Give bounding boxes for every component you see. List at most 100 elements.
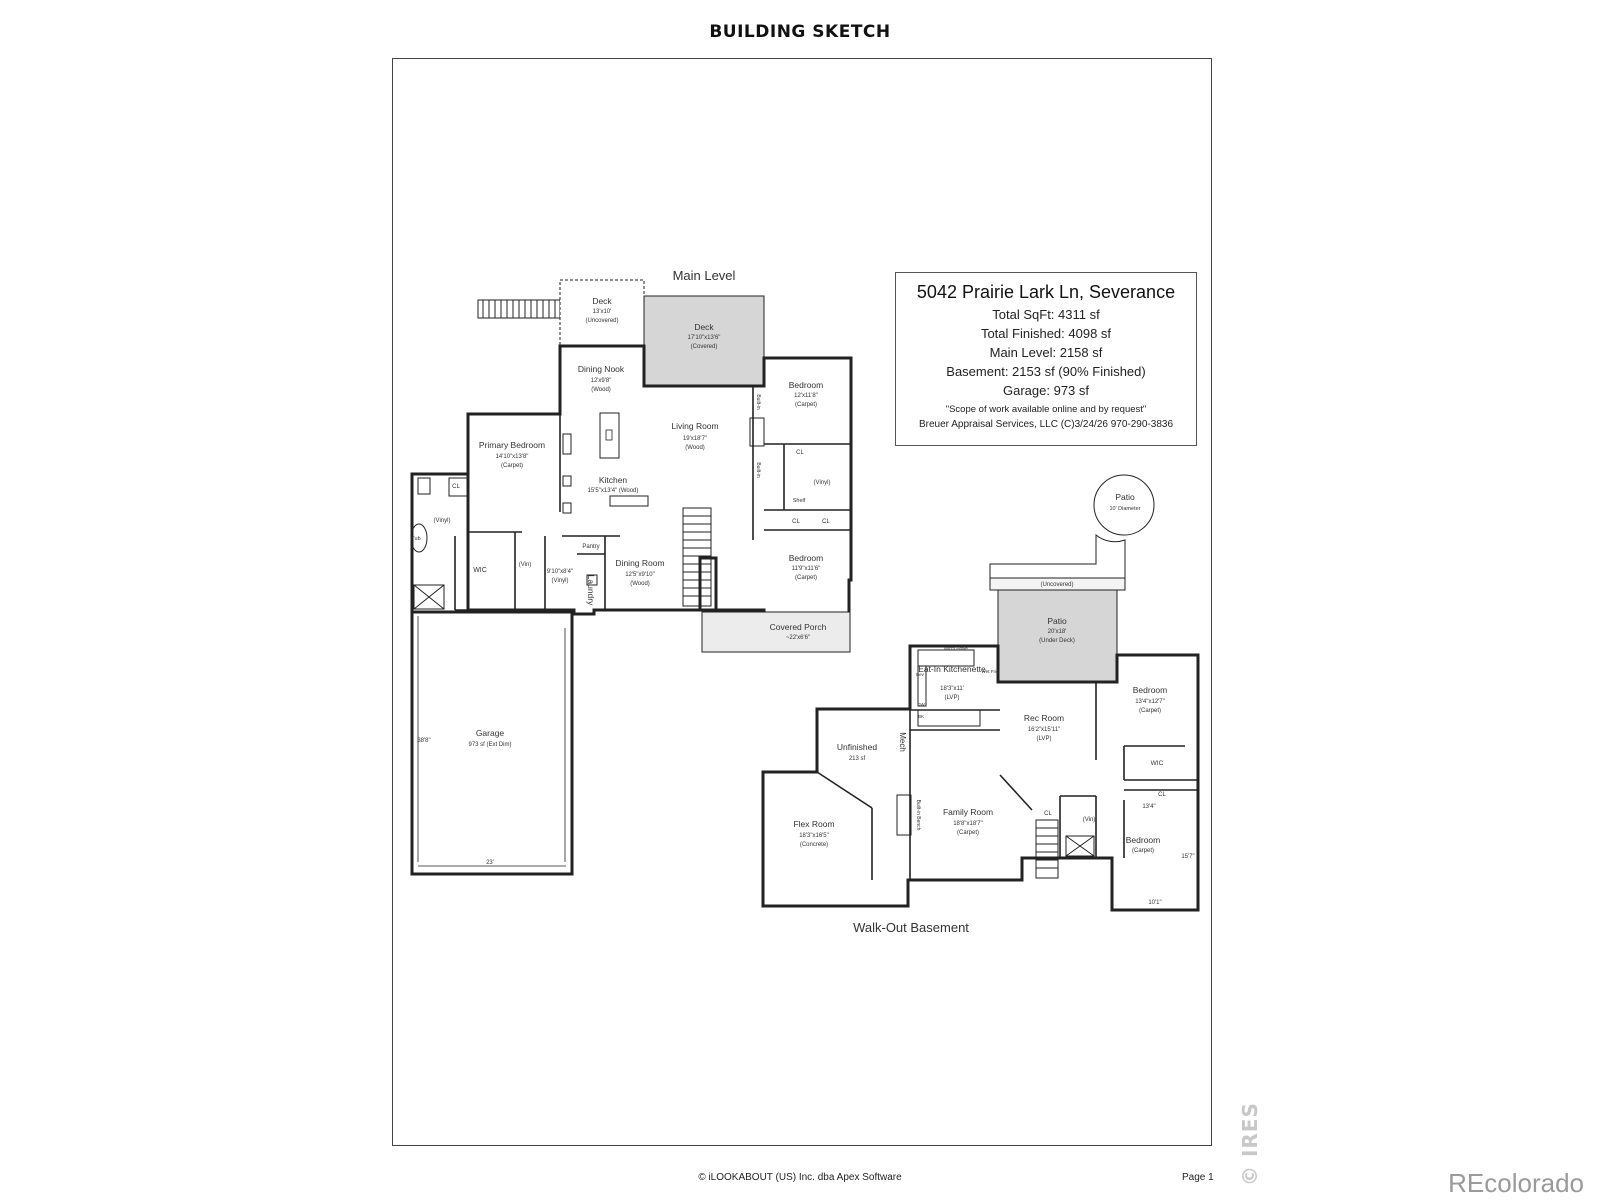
garage-width: 23' bbox=[486, 860, 494, 866]
room-floor: (Carpet) bbox=[795, 575, 817, 581]
room-floor: (Wood) bbox=[685, 445, 705, 451]
total-sqft: Total SqFt: 4311 sf bbox=[992, 307, 1100, 322]
pantry-label: Pantry bbox=[582, 544, 599, 550]
room-floor: (Carpet) bbox=[501, 463, 523, 469]
room-dims: 973 sf (Ext Dim) bbox=[468, 742, 511, 748]
room-floor: (Carpet) bbox=[957, 830, 979, 836]
room-name: Patio bbox=[1047, 616, 1067, 626]
room-dims: 18'3"x11' bbox=[940, 686, 964, 692]
property-address: 5042 Prairie Lark Ln, Severance bbox=[916, 282, 1176, 302]
room-name: Primary Bedroom bbox=[479, 440, 545, 450]
room-name: Deck bbox=[694, 322, 714, 332]
room-name: Covered Porch bbox=[770, 622, 827, 632]
wic-label: WIC bbox=[473, 567, 487, 574]
room-name: Unfinished bbox=[837, 742, 877, 752]
fridge-label: Wet Frig bbox=[982, 669, 999, 674]
closet-label: CL bbox=[796, 450, 804, 456]
room-dims: 17'10"x13'6" bbox=[688, 335, 721, 341]
closet-label: CL bbox=[822, 519, 830, 525]
room-name: Kitchen bbox=[599, 475, 628, 485]
garage-outline bbox=[410, 610, 574, 876]
built-in-label: Built-in bbox=[755, 394, 761, 410]
main-level-labels: Main Level Deck 13'x10' (Uncovered) Deck… bbox=[411, 268, 830, 866]
deck-uncovered bbox=[559, 279, 645, 347]
copyright-footer: © iLOOKABOUT (US) Inc. dba Apex Software bbox=[698, 1172, 902, 1183]
bath-floor: (Vin) bbox=[519, 562, 532, 568]
bev-label: Bev bbox=[916, 672, 925, 677]
room-name: Dining Nook bbox=[578, 364, 625, 374]
room-floor: (Vinyl) bbox=[552, 578, 569, 584]
garage-sqft: Garage: 973 sf bbox=[1003, 383, 1089, 398]
room-name: Rec Room bbox=[1024, 713, 1064, 723]
room-width: 13'4" bbox=[1142, 804, 1155, 810]
bath-floor: (Vinyl) bbox=[434, 518, 451, 524]
room-name: Bedroom bbox=[1126, 835, 1161, 845]
room-depth: 15'7" bbox=[1181, 854, 1194, 860]
main-level-plan bbox=[410, 279, 853, 876]
sketch-frame bbox=[392, 58, 1212, 1146]
page-number: Page 1 bbox=[1182, 1172, 1214, 1183]
closet-label: CL bbox=[1158, 792, 1166, 798]
room-name: Family Room bbox=[943, 807, 993, 817]
tub-label: Tub bbox=[411, 536, 420, 542]
covered-patio bbox=[997, 589, 1118, 683]
built-in-bench-label: Built-in Bench bbox=[915, 800, 921, 831]
built-in-label: Built-in bbox=[755, 462, 761, 478]
bk-label: BK bbox=[918, 714, 924, 719]
room-dims: 16'2"x15'11" bbox=[1028, 727, 1060, 733]
wic-label: WIC bbox=[1151, 760, 1164, 767]
room-dims: 213 sf bbox=[849, 756, 866, 762]
basement-labels: Patio 10' Diameter (Uncovered) Patio 20'… bbox=[793, 492, 1194, 935]
covered-porch bbox=[701, 611, 851, 653]
room-bottom: 10'1" bbox=[1148, 900, 1161, 906]
room-dims: 12'5"x9'10" bbox=[625, 572, 655, 578]
room-floor: (Wood) bbox=[591, 387, 611, 393]
basement-stairs-icon bbox=[1035, 819, 1059, 879]
closet-label: CL bbox=[792, 519, 800, 525]
basement-sqft: Basement: 2153 sf (90% Finished) bbox=[946, 364, 1146, 379]
room-floor: (LVP) bbox=[1037, 736, 1052, 742]
garage-depth: 38'8" bbox=[417, 738, 430, 744]
property-info-box: 5042 Prairie Lark Ln, Severance Total Sq… bbox=[895, 272, 1197, 446]
deck-covered bbox=[643, 295, 765, 387]
room-floor: (LVP) bbox=[945, 695, 960, 701]
ires-watermark: © IRES bbox=[1238, 1102, 1262, 1186]
room-dims: 18'8"x18'7" bbox=[953, 821, 983, 827]
main-level-sqft: Main Level: 2158 sf bbox=[989, 345, 1103, 360]
room-name: Living Room bbox=[671, 421, 718, 431]
scope-note: "Scope of work available online and by r… bbox=[945, 404, 1147, 415]
room-floor: (Carpet) bbox=[1139, 708, 1161, 714]
basement-plan bbox=[761, 474, 1200, 912]
room-floor: (Under Deck) bbox=[1039, 638, 1075, 644]
room-dims: 12'x11'8" bbox=[794, 393, 818, 399]
main-stairs-icon bbox=[682, 507, 712, 607]
room-dims: 13'x10' bbox=[593, 309, 612, 315]
recolorado-watermark: REcolorado bbox=[1448, 1168, 1584, 1198]
primary-bath-walls bbox=[410, 472, 468, 614]
room-name: Eat-In Kitchenette bbox=[918, 664, 986, 674]
main-level-label: Main Level bbox=[673, 268, 736, 283]
micro-label: Micro Hdwe bbox=[944, 646, 968, 651]
room-name: Bedroom bbox=[789, 553, 824, 563]
closet-label: CL bbox=[1044, 811, 1052, 817]
room-floor: (Concrete) bbox=[800, 842, 828, 848]
closet-label: CL bbox=[452, 484, 460, 490]
room-dims: 9'10"x8'4" bbox=[547, 569, 573, 575]
room-dims: 12'x9'8" bbox=[591, 378, 612, 384]
round-patio bbox=[1093, 474, 1155, 536]
room-floor: (Covered) bbox=[691, 344, 718, 350]
room-floor: (Carpet) bbox=[795, 402, 817, 408]
appraiser-credit: Breuer Appraisal Services, LLC (C)3/24/2… bbox=[918, 419, 1174, 430]
room-name: Patio bbox=[1115, 492, 1135, 502]
room-name: Dining Room bbox=[615, 558, 664, 568]
main-exterior-walls bbox=[466, 344, 853, 627]
bath-floor: (Vin) bbox=[1083, 817, 1096, 823]
room-floor: (Uncovered) bbox=[585, 318, 618, 324]
room-floor: (Wood) bbox=[630, 581, 650, 587]
room-name: Bedroom bbox=[789, 380, 824, 390]
room-name: Garage bbox=[476, 728, 505, 738]
room-dims: 18'3"x16'5" bbox=[799, 833, 829, 839]
room-floor: (Carpet) bbox=[1132, 848, 1154, 854]
bath-floor: (Vinyl) bbox=[814, 480, 831, 486]
room-dims: 14'10"x13'8" bbox=[496, 454, 529, 460]
